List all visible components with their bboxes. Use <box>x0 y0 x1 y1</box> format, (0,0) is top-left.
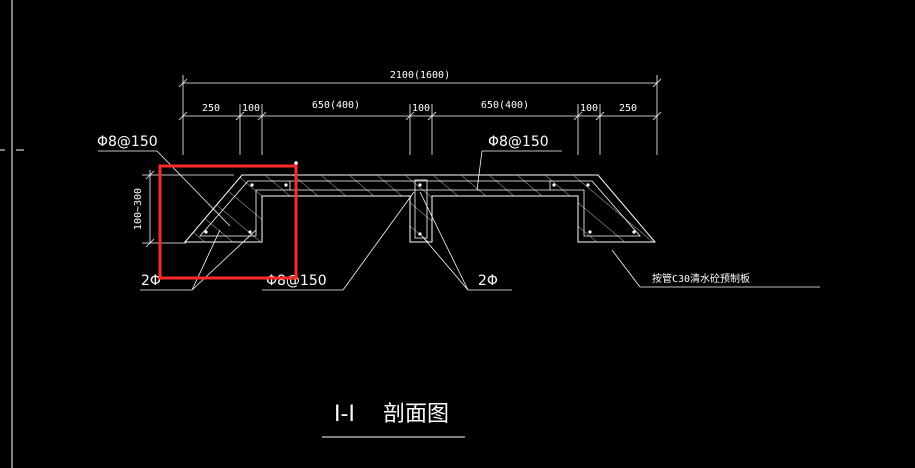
rebar-dot <box>588 230 592 234</box>
segment-dim-3: 650(400) <box>312 100 360 111</box>
segment-dim-4: 100 <box>412 103 430 114</box>
selection-corner-dot <box>294 161 298 165</box>
crosshair-remnant <box>0 0 24 468</box>
label-rebar-top-left: Φ8@150 <box>97 134 158 150</box>
label-rebar-bottom-right: 2Φ <box>478 273 498 289</box>
slab-outline <box>183 174 657 243</box>
rebar-dot <box>248 230 252 234</box>
slab-hatch-fill <box>185 175 655 242</box>
segment-dim-1: 250 <box>202 103 220 114</box>
label-rebar-bottom-left: 2Φ <box>141 273 161 289</box>
segment-dim-2: 100 <box>242 103 260 114</box>
rebar-dot <box>250 183 254 187</box>
segment-dim-7: 250 <box>619 103 637 114</box>
rebar-outline-mid <box>414 179 428 239</box>
segment-dimensions: 250 100 650(400) 100 650(400) 100 250 <box>178 100 662 155</box>
rebar-dot <box>284 183 288 187</box>
rebar-dot <box>586 183 590 187</box>
slab-section <box>183 174 657 243</box>
rebar-dot <box>204 230 208 234</box>
segment-dim-6: 100 <box>580 103 598 114</box>
height-dimension-text: 100~300 <box>133 188 144 230</box>
section-name: 剖面图 <box>383 402 449 427</box>
overall-dimension: 2100(1600) <box>178 70 662 155</box>
label-concrete-note: 按管C30清水砼预制板 <box>652 272 750 285</box>
rebar-dot <box>418 232 422 236</box>
label-rebar-top-mid: Φ8@150 <box>488 134 549 150</box>
rebar-dot <box>632 230 636 234</box>
red-selection-box[interactable] <box>158 164 298 280</box>
section-label: I-I <box>334 402 355 427</box>
overall-dimension-text: 2100(1600) <box>390 70 450 81</box>
segment-dim-5: 650(400) <box>481 100 529 111</box>
leaders <box>98 150 820 291</box>
rebar-dot <box>418 183 422 187</box>
rebar-dot <box>552 183 556 187</box>
height-dimension: 100~300 <box>133 170 234 248</box>
